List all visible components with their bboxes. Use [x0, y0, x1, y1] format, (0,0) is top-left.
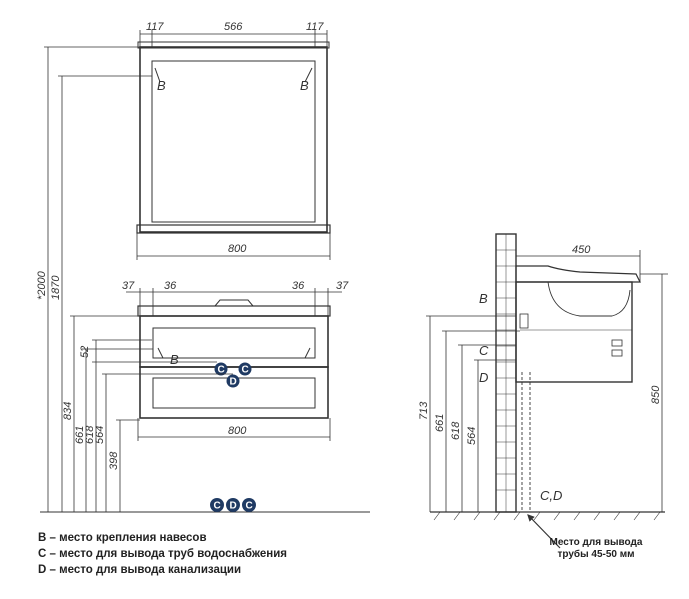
dim-661: 661 — [74, 426, 86, 444]
vertical-dimensions — [40, 46, 370, 513]
mirror-dim-right: 117 — [306, 21, 324, 33]
marker-c-right: C — [242, 365, 249, 376]
side-height: 850 — [650, 385, 662, 404]
marker-d-badge — [226, 374, 240, 388]
side-dim-661: 661 — [434, 414, 446, 432]
side-label-b: B — [479, 291, 488, 306]
vanity-dim-left-inner: 36 — [164, 280, 177, 292]
floor-badge-label-3: C — [246, 501, 253, 512]
side-dim-713: 713 — [418, 401, 430, 420]
floor-badge-label-2: D — [230, 501, 237, 512]
mirror-front-view — [136, 30, 331, 260]
vanity-dim-right-outer: 37 — [336, 280, 349, 292]
pipe-outlet-note: Место для вывода трубы 45-50 мм — [549, 537, 643, 560]
marker-c-left-badge — [214, 362, 228, 376]
dim-1870: 1870 — [50, 275, 62, 300]
mirror-marker-b-right: B — [300, 78, 309, 93]
vanity-dim-right-inner: 36 — [292, 280, 305, 292]
vanity-marker-b: B — [170, 352, 179, 367]
side-depth: 450 — [572, 244, 591, 256]
marker-d: D — [230, 377, 237, 388]
side-label-c: C — [479, 343, 489, 358]
marker-c-left: C — [218, 365, 225, 376]
mirror-marker-b-left: B — [157, 78, 166, 93]
floor-badge-label-1: C — [214, 501, 221, 512]
marker-c-right-badge — [238, 362, 252, 376]
side-dim-564: 564 — [466, 427, 478, 445]
dim-398: 398 — [108, 451, 120, 470]
vanity-width: 800 — [228, 425, 247, 437]
dim-total-height: *2000 — [36, 270, 48, 300]
floor-badge-c-left — [210, 498, 224, 512]
mirror-dim-center: 566 — [224, 21, 243, 33]
floor-badge-c-right — [242, 498, 256, 512]
legend-line-d: D – место для вывода канализации — [38, 564, 242, 576]
dim-564: 564 — [94, 426, 106, 444]
side-view — [426, 233, 668, 549]
floor-badge-d — [226, 498, 240, 512]
side-dim-618: 618 — [450, 421, 462, 440]
legend: B – место крепления навесов C – место дл… — [38, 530, 287, 578]
dim-52: 52 — [79, 346, 91, 358]
legend-line-c: C – место для вывода труб водоснабжения — [38, 548, 287, 560]
dim-618: 618 — [84, 425, 96, 444]
dim-834: 834 — [62, 402, 74, 420]
side-label-cd: C,D — [540, 488, 562, 503]
side-label-d: D — [479, 370, 488, 385]
legend-line-b: B – место крепления навесов — [38, 532, 207, 544]
vanity-dim-left-outer: 37 — [122, 280, 135, 292]
vanity-front-view — [126, 288, 342, 441]
mirror-width: 800 — [228, 243, 247, 255]
mirror-dim-left: 117 — [146, 21, 164, 33]
